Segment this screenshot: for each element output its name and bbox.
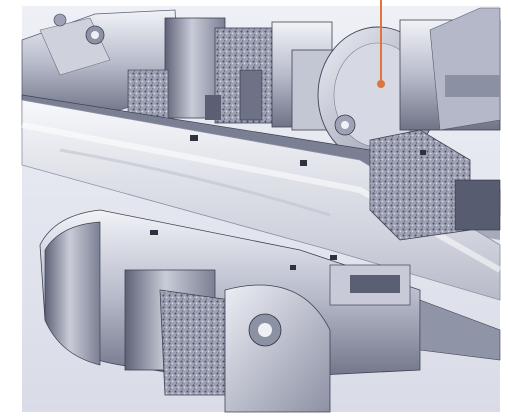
leader-line (377, 0, 385, 88)
upper-blocks (127, 17, 338, 131)
lower-housing (39, 209, 501, 413)
collar (334, 114, 501, 241)
main-shaft (21, 99, 502, 301)
fasteners (150, 135, 426, 270)
